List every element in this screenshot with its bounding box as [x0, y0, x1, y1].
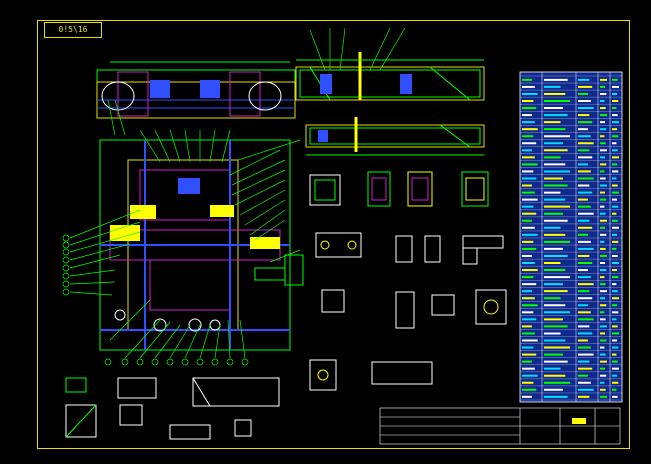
parts-list-table — [519, 71, 623, 403]
title-block — [379, 407, 621, 445]
beam-section-view — [305, 117, 485, 156]
beam-side-view — [295, 52, 485, 101]
section-details — [309, 171, 507, 391]
bottom-left-details — [65, 377, 280, 440]
leader-lines — [69, 27, 406, 359]
beam-front-view — [96, 61, 296, 119]
main-plan-view — [99, 139, 304, 351]
parts-list-rows — [520, 75, 622, 401]
balloons — [62, 234, 249, 366]
frame-label-box: 0!5\16 — [44, 22, 102, 38]
